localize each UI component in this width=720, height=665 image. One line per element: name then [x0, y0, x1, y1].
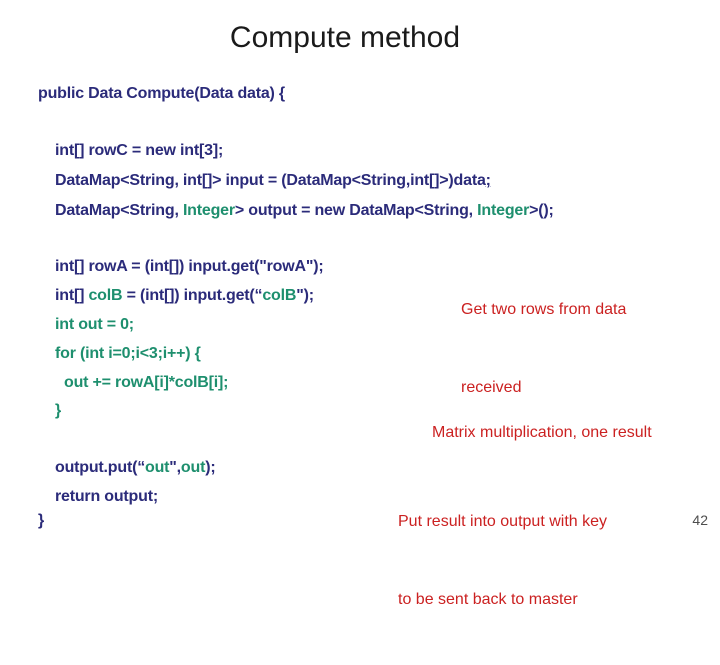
code-line-colb-get: int[] colB = (int[]) input.get(“colB"); [55, 287, 314, 304]
code-segment: for (int i=0;i<3;i++) { [55, 345, 201, 362]
code-segment: colB [262, 287, 297, 304]
annotation-line: received [461, 379, 522, 396]
code-line-output-declaration: DataMap<String, Integer> output = new Da… [55, 202, 554, 219]
code-line-rowc-declaration: int[] rowC = new int[3]; [55, 142, 223, 159]
annotation-get-two-rows: Get two rows from data received [461, 245, 626, 453]
code-segment: ", [169, 459, 181, 476]
code-line-for-loop: for (int i=0;i<3;i++) { [55, 345, 201, 362]
code-segment: int[] [55, 287, 89, 304]
presentation-slide: Compute method public Data Compute(Data … [38, 21, 708, 608]
code-segment: "); [296, 287, 314, 304]
code-segment: colB [88, 287, 123, 304]
annotation-line: to be sent back to master [398, 591, 578, 608]
code-line-input-cast: DataMap<String, int[]> input = (DataMap<… [55, 172, 491, 189]
code-segment: int[] rowC = new int[3]; [55, 142, 224, 159]
code-segment: > output = new DataMap<String, [234, 202, 478, 219]
code-line-multiply-accumulate: out += rowA[i]*colB[i]; [64, 374, 228, 391]
annotation-line: Put result into output with key [398, 513, 607, 530]
code-line-for-close-brace: } [55, 402, 61, 419]
code-segment: DataMap<String, [55, 202, 183, 219]
code-segment: DataMap<String, int[]> input = (DataMap<… [55, 172, 486, 189]
code-segment: return output; [55, 488, 158, 505]
code-segment: out [180, 459, 206, 476]
code-segment: Integer [477, 202, 530, 219]
code-segment: ; [485, 172, 491, 189]
page-number: 42 [692, 512, 708, 528]
code-line-out-init: int out = 0; [55, 316, 134, 333]
code-segment: ); [205, 459, 216, 476]
annotation-line: Matrix multiplication, one result [432, 424, 652, 441]
slide-title: Compute method [229, 21, 461, 54]
code-segment: } [38, 512, 45, 529]
code-segment: >(); [529, 202, 554, 219]
code-segment: int out = 0; [55, 316, 134, 333]
code-method-close-brace: } [38, 512, 44, 529]
code-segment: out [145, 459, 170, 476]
annotation-put-result: Put result into output with key to be se… [398, 457, 607, 665]
code-segment: int[] rowA = (int[]) input.get("rowA"); [55, 258, 324, 275]
code-segment: out += rowA[i]*colB[i]; [64, 374, 229, 391]
code-line-output-put: output.put(“out",out); [55, 459, 216, 476]
code-segment: } [55, 402, 62, 419]
code-line-rowa-get: int[] rowA = (int[]) input.get("rowA"); [55, 258, 324, 275]
code-segment: public Data Compute(Data data) { [38, 85, 285, 102]
code-segment: output.put(“ [55, 459, 145, 476]
annotation-line: Get two rows from data [461, 301, 627, 318]
code-segment: = (int[]) input.get(“ [122, 287, 263, 304]
code-line-return-output: return output; [55, 488, 158, 505]
code-method-signature: public Data Compute(Data data) { [38, 85, 285, 102]
annotation-matrix-multiplication: Matrix multiplication, one result [432, 368, 652, 498]
code-segment: Integer [182, 202, 235, 219]
